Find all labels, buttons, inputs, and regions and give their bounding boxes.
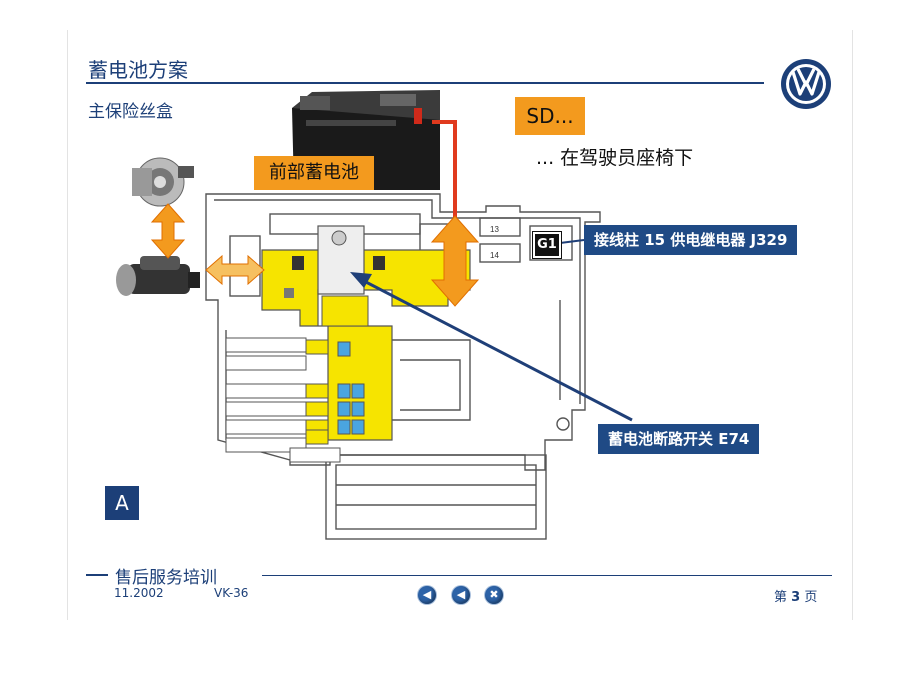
- previous-page-button[interactable]: ◀: [452, 586, 470, 604]
- fuse-label-13: 13: [490, 225, 499, 234]
- pointer-arrow-e74: [350, 272, 633, 422]
- page-subtitle: 主保险丝盒: [88, 102, 173, 122]
- first-page-icon: ◀: [422, 588, 432, 601]
- page-title: 蓄电池方案: [88, 58, 188, 82]
- page-suffix: 页: [804, 590, 818, 605]
- double-arrow-vertical-right: [430, 215, 480, 307]
- double-arrow-vertical-left: [150, 203, 186, 259]
- front-battery-label: 前部蓄电池: [254, 156, 374, 190]
- g1-marker: G1: [532, 231, 562, 259]
- fuse-rows: [225, 337, 365, 463]
- footer-rule: [262, 575, 832, 576]
- first-page-button[interactable]: ◀: [418, 586, 436, 604]
- right-margin-line: [852, 30, 853, 620]
- callout-switch-e74: 蓄电池断路开关 E74: [598, 424, 760, 454]
- alternator-image: [132, 157, 194, 207]
- close-icon: ✖: [489, 588, 499, 601]
- page-number: 第 3 页: [774, 586, 817, 605]
- header-rule: [86, 82, 764, 84]
- callout-relay-j329: 接线柱 15 供电继电器 J329: [584, 225, 798, 255]
- page-number-value: 3: [791, 590, 801, 605]
- footer-dash: [86, 574, 108, 576]
- vw-logo-icon: [781, 59, 831, 109]
- previous-page-icon: ◀: [456, 588, 466, 601]
- battery-cable: [432, 120, 457, 224]
- sd-location-text: ... 在驾驶员座椅下: [536, 147, 694, 169]
- footer-code: VK-36: [214, 586, 249, 600]
- starter-motor-image: [116, 256, 200, 296]
- left-margin-line: [67, 30, 68, 620]
- fuse-label-14: 14: [490, 251, 499, 260]
- close-button[interactable]: ✖: [485, 586, 503, 604]
- footer-title: 售后服务培训: [115, 568, 217, 588]
- g1-connector: [559, 239, 585, 244]
- double-arrow-horizontal: [205, 254, 265, 286]
- footer-date: 11.2002: [114, 586, 164, 600]
- page-prefix: 第: [774, 590, 788, 605]
- marker-a: A: [105, 486, 139, 520]
- sd-label-box: SD...: [515, 97, 585, 135]
